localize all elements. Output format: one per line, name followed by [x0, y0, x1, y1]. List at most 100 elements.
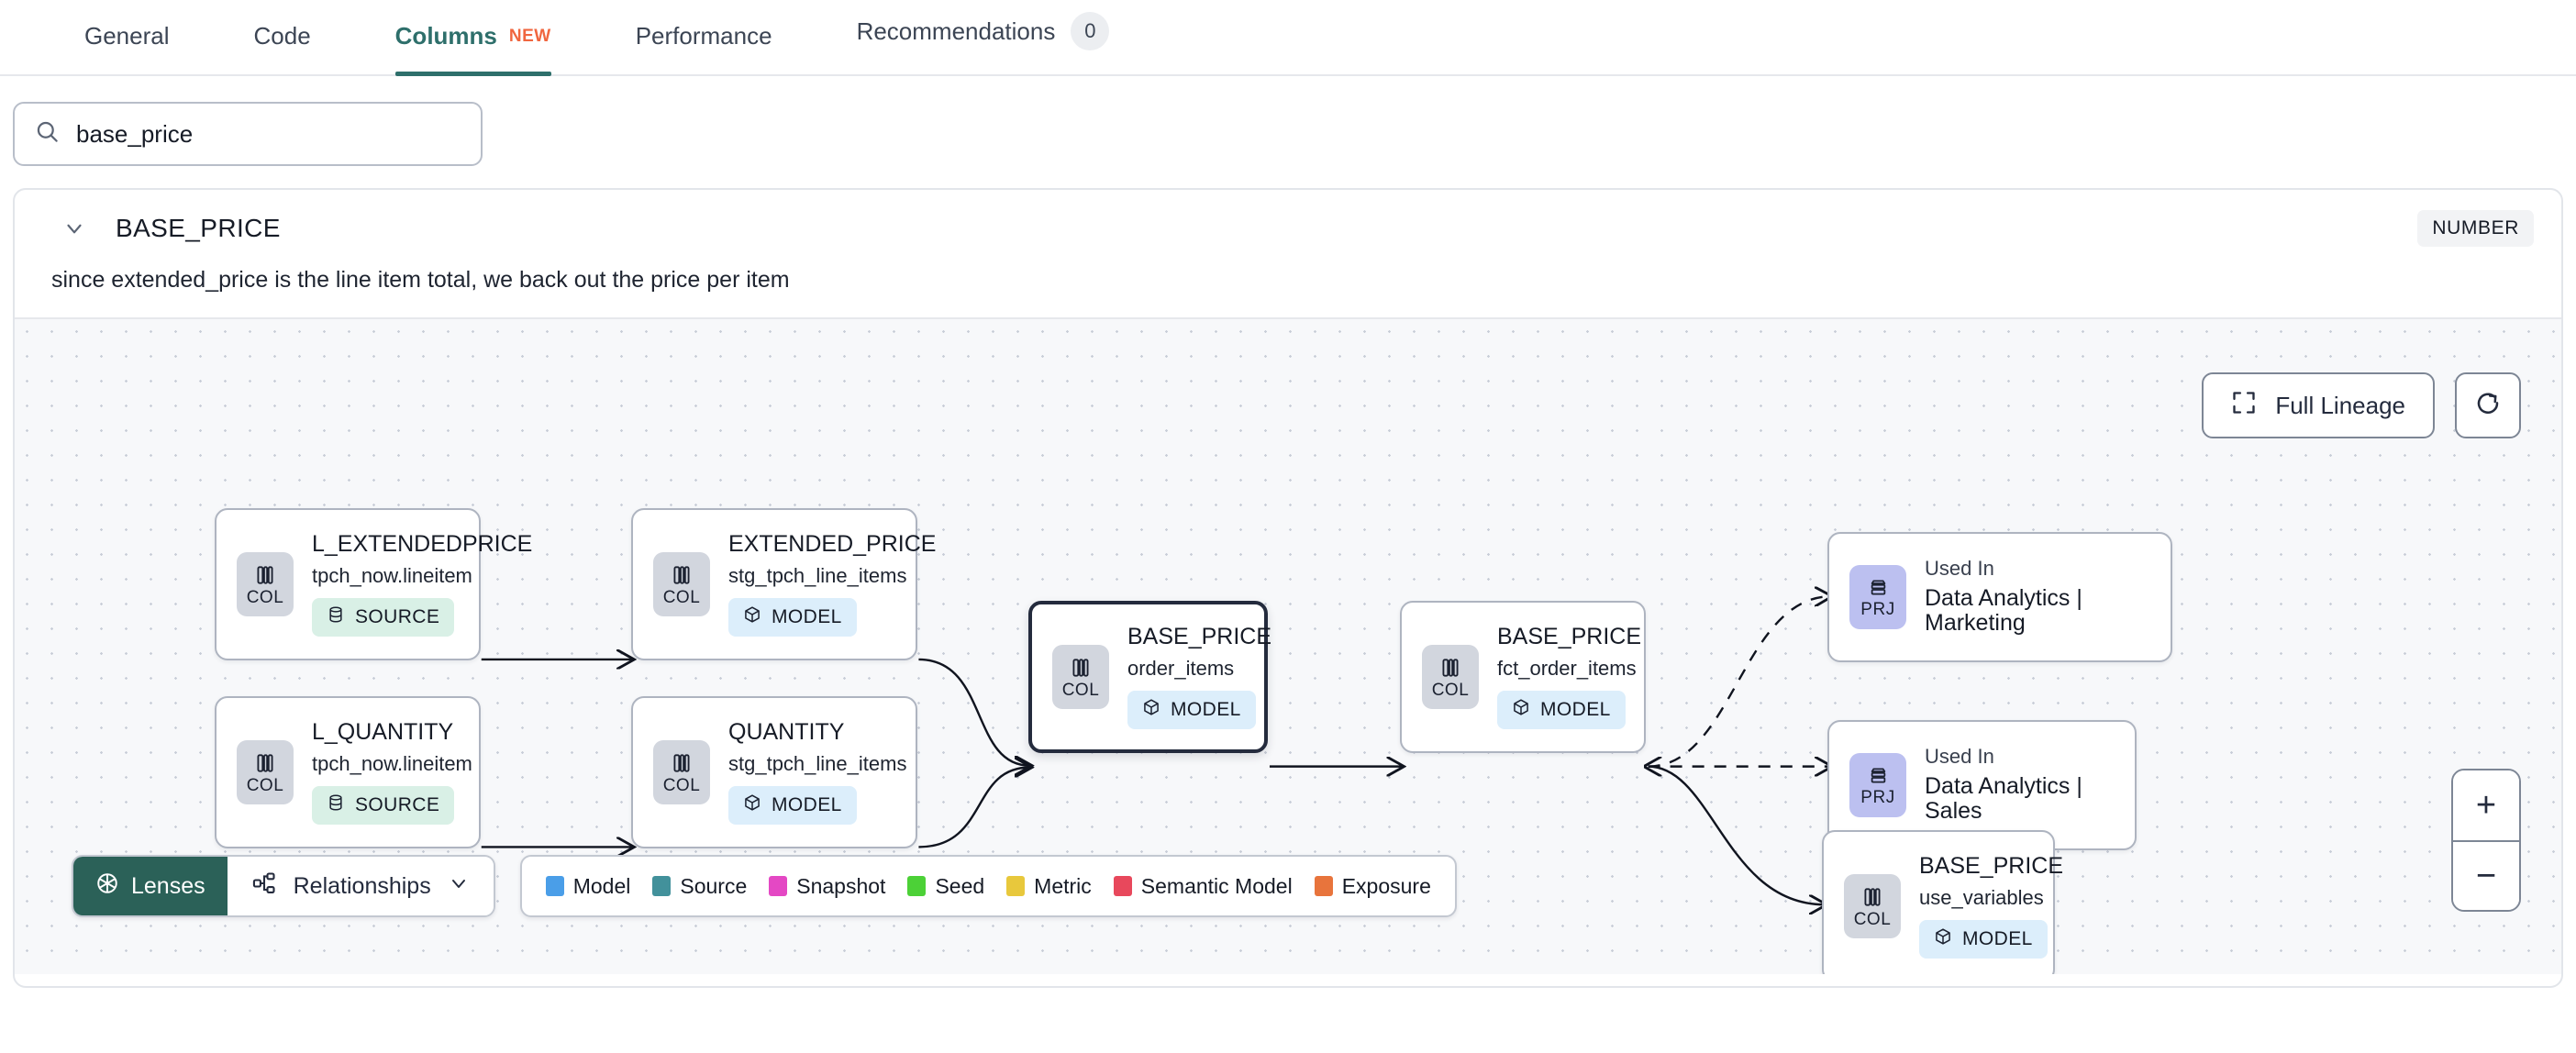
col-badge-label: COL: [1061, 680, 1100, 700]
node-subtitle: tpch_now.lineitem: [312, 563, 472, 587]
legend-swatch: [652, 876, 672, 896]
legend-swatch: [769, 876, 788, 896]
tab-label: Code: [253, 22, 311, 50]
col-badge-label: COL: [246, 775, 284, 795]
node-kind-badge: MODEL: [728, 785, 857, 825]
canvas-top-controls: Full Lineage: [2202, 372, 2521, 438]
zoom-in-button[interactable]: +: [2453, 770, 2519, 840]
refresh-icon: [2474, 390, 2502, 422]
page-title: BASE_PRICE: [116, 214, 281, 242]
legend-item-seed: Seed: [907, 874, 984, 899]
prj-badge: PRJ: [1849, 753, 1906, 817]
lenses-button[interactable]: Lenses: [73, 857, 228, 915]
col-badge: COL: [237, 552, 294, 616]
legend-item-snapshot: Snapshot: [769, 874, 885, 899]
node-title: Used In: [1925, 557, 1994, 581]
full-lineage-button[interactable]: Full Lineage: [2202, 372, 2435, 438]
lineage-node-used-in-marketing[interactable]: PRJ Used In Data Analytics | Marketing: [1827, 532, 2172, 662]
node-kind-badge: MODEL: [1127, 690, 1256, 729]
column-header[interactable]: BASE_PRICE NUMBER: [15, 190, 2561, 247]
cube-icon: [1934, 927, 1952, 951]
node-subtitle: tpch_now.lineitem: [312, 751, 472, 775]
edge-quantity-to-base-price: [918, 768, 1029, 848]
zoom-out-button[interactable]: −: [2453, 840, 2519, 910]
tab-label: Columns: [394, 22, 497, 50]
legend-item-metric: Metric: [1006, 874, 1092, 899]
node-title: EXTENDED_PRICE: [728, 531, 937, 558]
node-kind-label: MODEL: [1962, 927, 2033, 949]
column-description: since extended_price is the line item to…: [51, 267, 790, 293]
search-box[interactable]: [13, 102, 483, 166]
col-badge: COL: [1052, 645, 1109, 709]
tab-performance[interactable]: Performance: [608, 22, 800, 74]
lineage-node-l-extendedprice[interactable]: COL L_EXTENDEDPRICE tpch_now.lineitem SO…: [215, 508, 532, 660]
legend-swatch: [1113, 876, 1132, 896]
node-subtitle: order_items: [1127, 656, 1235, 680]
chevron-down-icon[interactable]: [448, 872, 470, 901]
node-type-legend: Model Source Snapshot Seed Metric: [519, 855, 1457, 917]
canvas-bottom-bar: Lenses Relationships: [72, 855, 1457, 917]
node-kind-label: SOURCE: [355, 793, 440, 815]
legend-item-semantic-model: Semantic Model: [1113, 873, 1293, 899]
search-input[interactable]: [76, 119, 461, 149]
col-badge-label: COL: [1431, 680, 1470, 700]
lineage-node-extended-price[interactable]: COL EXTENDED_PRICE stg_tpch_line_items M…: [631, 508, 936, 660]
search-icon: [35, 119, 60, 149]
tab-general[interactable]: General: [57, 22, 197, 74]
legend-swatch: [545, 876, 564, 896]
col-badge-label: COL: [662, 775, 701, 795]
legend-item-model: Model: [545, 873, 631, 899]
chevron-down-icon[interactable]: [62, 216, 86, 240]
col-badge: COL: [237, 740, 294, 804]
column-card: BASE_PRICE NUMBER since extended_price i…: [13, 188, 2563, 988]
tab-recommendations[interactable]: Recommendations 0: [829, 12, 1138, 74]
col-badge-label: COL: [662, 587, 701, 607]
column-type-badge: NUMBER: [2417, 210, 2534, 247]
aperture-icon: [95, 871, 119, 902]
lineage-node-base-price-use-variables[interactable]: COL BASE_PRICE use_variables MODEL: [1822, 830, 2063, 974]
database-icon: [327, 605, 345, 629]
node-title: QUANTITY: [728, 719, 845, 746]
node-title: BASE_PRICE: [1919, 853, 2064, 880]
prj-badge-label: PRJ: [1860, 788, 1895, 807]
legend-item-exposure: Exposure: [1314, 874, 1431, 899]
node-kind-label: MODEL: [1171, 698, 1241, 720]
lenses-label: Lenses: [131, 872, 205, 899]
node-subtitle: fct_order_items: [1497, 656, 1637, 680]
legend-item-source: Source: [652, 874, 747, 899]
lineage-canvas[interactable]: COL L_EXTENDEDPRICE tpch_now.lineitem SO…: [15, 317, 2561, 974]
node-kind-label: MODEL: [1540, 698, 1611, 720]
tab-code[interactable]: Code: [227, 22, 339, 74]
legend-label: Model: [572, 873, 631, 898]
database-icon: [327, 793, 345, 817]
node-kind-badge: MODEL: [728, 597, 857, 637]
node-subtitle: stg_tpch_line_items: [728, 751, 907, 775]
node-subtitle: use_variables: [1919, 885, 2044, 909]
zoom-controls: + −: [2451, 769, 2521, 912]
edge-extended-price-to-base-price: [918, 658, 1029, 766]
recommendations-count-badge: 0: [1071, 12, 1110, 50]
lineage-node-quantity[interactable]: COL QUANTITY stg_tpch_line_items MODEL: [631, 696, 917, 848]
relationships-dropdown[interactable]: Relationships: [227, 857, 494, 915]
col-badge: COL: [1844, 874, 1901, 938]
refresh-button[interactable]: [2455, 372, 2521, 438]
tab-label: General: [84, 22, 170, 50]
legend-label: Snapshot: [796, 873, 886, 898]
node-kind-badge: MODEL: [1497, 690, 1626, 729]
tab-label: Performance: [635, 22, 772, 50]
legend-label: Semantic Model: [1140, 873, 1293, 898]
node-kind-badge: SOURCE: [312, 597, 455, 637]
lineage-node-l-quantity[interactable]: COL L_QUANTITY tpch_now.lineitem SOURCE: [215, 696, 481, 848]
node-title: L_QUANTITY: [312, 719, 454, 746]
node-title: BASE_PRICE: [1127, 624, 1272, 650]
lineage-node-base-price-order-items[interactable]: COL BASE_PRICE order_items MODEL: [1028, 601, 1272, 753]
legend-swatch: [1314, 876, 1333, 896]
lineage-node-base-price-fct-order-items[interactable]: COL BASE_PRICE fct_order_items MODEL: [1400, 601, 1646, 753]
relationships-label: Relationships: [293, 872, 431, 899]
col-badge: COL: [653, 552, 710, 616]
cube-icon: [743, 605, 761, 629]
tab-columns[interactable]: Columns NEW: [368, 22, 579, 76]
legend-label: Seed: [935, 873, 985, 898]
edge-fct-to-used-in-marketing: [1648, 596, 1830, 768]
node-kind-badge: MODEL: [1919, 919, 2048, 959]
